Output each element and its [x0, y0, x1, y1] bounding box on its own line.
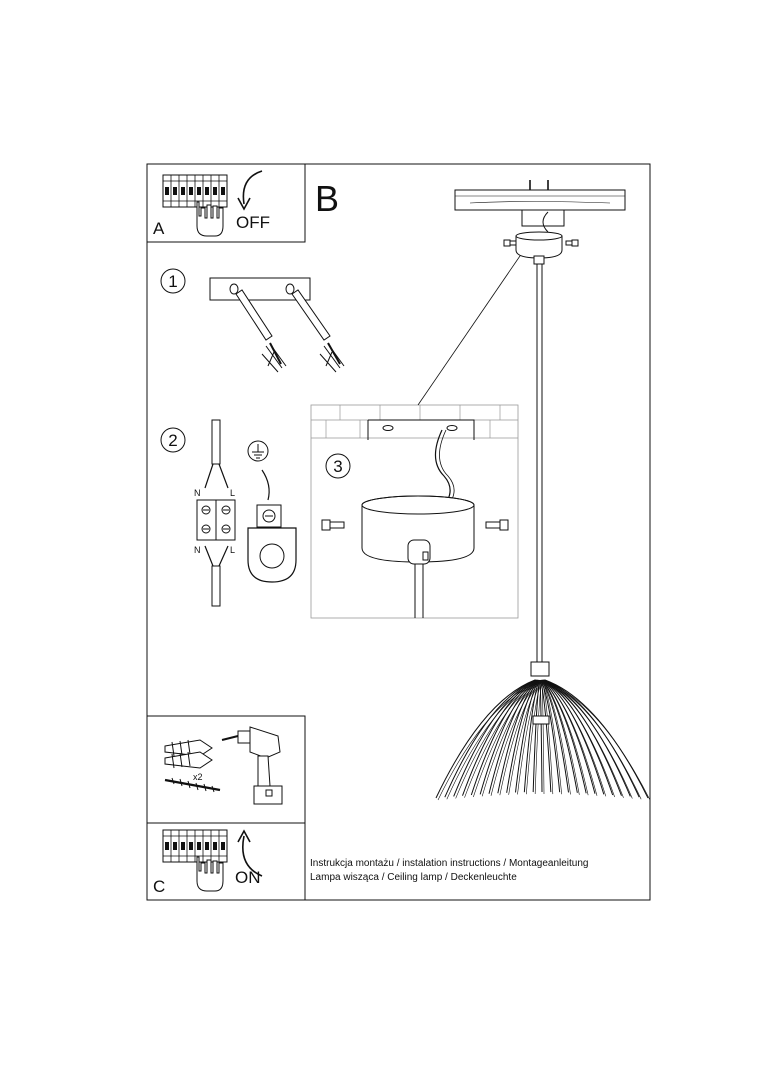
wire-label-n-top: N [194, 488, 201, 498]
shade-rib [515, 679, 540, 793]
shade-rib [540, 679, 561, 793]
step-2-wiring: 2 N L N L [160, 419, 297, 607]
shade-rib [540, 679, 569, 793]
quantity-label: x2 [193, 772, 203, 782]
shade-rib [532, 679, 541, 793]
tools-panel: x2 [146, 715, 306, 824]
screw-icon [235, 289, 341, 365]
step-1-number: 1 [168, 272, 177, 291]
screw-icon [164, 777, 221, 793]
shade-rib-inner [546, 681, 633, 799]
shade-rib [541, 679, 587, 794]
shade-rib [541, 679, 578, 793]
wall-plug-icon [261, 343, 345, 373]
shade-rib [544, 679, 649, 799]
shade-rib-inner [544, 681, 607, 797]
wire-label-l-bottom: L [230, 545, 235, 555]
step-3-number: 3 [333, 457, 342, 476]
panel-a-letter: A [153, 219, 165, 238]
earth-clamp-icon [247, 504, 297, 583]
drill-icon [221, 726, 283, 805]
shade-rib-inner [545, 681, 615, 798]
shade-rib [470, 679, 537, 796]
shade-rib [479, 679, 538, 795]
circuit-breaker-icon [162, 829, 228, 863]
off-label: OFF [236, 213, 270, 232]
wire-label-n-bottom: N [194, 545, 201, 555]
shade-rib-inner [481, 681, 540, 797]
pendant-lamp-icon [435, 180, 651, 801]
shade-rib [453, 679, 537, 797]
panel-a: A OFF [146, 163, 306, 243]
step-3-detail: 3 [310, 404, 519, 619]
circuit-breaker-icon [162, 174, 228, 208]
shade-rib [488, 679, 538, 794]
shade-rib-inner [546, 681, 651, 801]
shade-rib-inner [542, 681, 562, 795]
step-1-mounting-bar: 1 [160, 268, 345, 373]
shade-rib-inner [544, 681, 598, 796]
panel-c: C ON [146, 822, 306, 901]
shade-rib [435, 679, 536, 799]
step-2-number: 2 [168, 431, 177, 450]
shade-rib-inner [546, 681, 642, 800]
shade-rib [462, 679, 537, 796]
wall-plug-icon [164, 739, 213, 769]
curved-arrow-down-icon [242, 170, 263, 205]
shade-rib [497, 679, 539, 794]
shade-rib [506, 679, 539, 793]
panel-c-letter: C [153, 877, 165, 896]
wire-label-l-top: L [230, 488, 235, 498]
shade-rib-inner [490, 681, 540, 796]
panel-b-letter: B [315, 178, 339, 219]
shade-rib [543, 679, 631, 797]
shade-rib [444, 679, 536, 798]
earth-ground-icon [247, 440, 269, 462]
shade-rib [539, 679, 543, 793]
terminal-block-icon [196, 499, 236, 541]
caption-line-1: Instrukcja montażu / instalation instruc… [310, 858, 589, 869]
shade-rib-inner [545, 681, 624, 798]
on-label: ON [235, 868, 261, 887]
curved-arrow-up-icon [242, 835, 263, 877]
shade-rib-inner [542, 681, 571, 795]
caption-line-2: Lampa wisząca / Ceiling lamp / Deckenleu… [310, 872, 517, 883]
shade-rib [523, 679, 540, 793]
shade-rib-inner [543, 681, 589, 796]
shade-rib-inner [543, 681, 580, 795]
page-frame [146, 163, 651, 901]
